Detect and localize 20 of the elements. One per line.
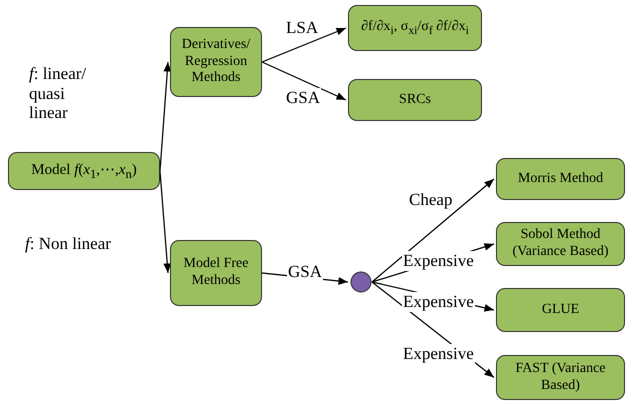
method-box: GLUE	[496, 288, 625, 332]
method-box: Derivatives/ Regression Methods	[170, 27, 262, 97]
formula-box: ∂f/∂x$_{i}$, σ$_{xi}$/σ$_{f}$ ∂f/∂x$_{i}$	[348, 5, 482, 51]
arrow	[262, 27, 346, 63]
method-box: FAST (Variance Based)	[496, 355, 625, 400]
method-box: Morris Method	[496, 158, 625, 200]
arrow	[159, 170, 172, 274]
model-box: Model f(x$_{1}$,⋯,x$_{n}$)	[8, 152, 160, 190]
method-box: Sobol Method (Variance Based)	[496, 222, 625, 266]
junction-circle	[350, 271, 372, 293]
edge-label: Expensive	[402, 251, 475, 271]
edge-label: Cheap	[408, 190, 454, 210]
edge-label: Expensive	[402, 344, 475, 364]
arrow	[372, 178, 494, 282]
arrow	[262, 61, 346, 101]
arrow	[159, 62, 172, 172]
edge-label: f: Non linear	[24, 234, 112, 254]
edge-label: Expensive	[402, 292, 475, 312]
method-box: Model Free Methods	[170, 240, 262, 306]
result-box: SRCs	[348, 79, 482, 121]
